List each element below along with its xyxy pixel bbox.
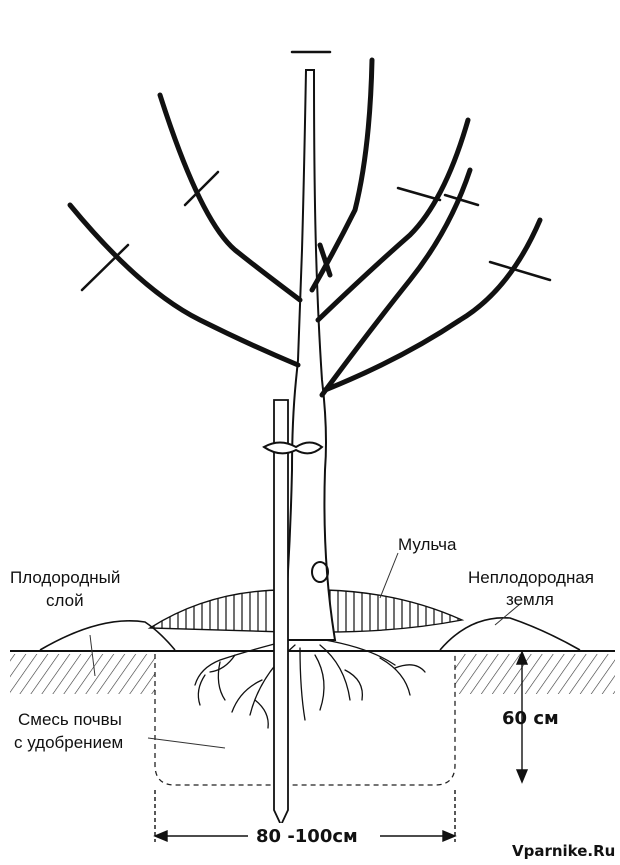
infertile-mound bbox=[439, 616, 581, 651]
depth-dimension bbox=[515, 650, 529, 784]
topsoil-hatch-left bbox=[10, 654, 155, 694]
width-label: 80 -100см bbox=[256, 826, 358, 847]
support-stake bbox=[273, 399, 289, 828]
infertile-soil-label-2: земля bbox=[506, 590, 554, 609]
depth-label: 60 см bbox=[502, 708, 559, 729]
topsoil-hatch-right bbox=[455, 654, 615, 694]
tree-trunk bbox=[281, 69, 337, 641]
leader-lines bbox=[89, 552, 521, 749]
branches bbox=[67, 57, 543, 398]
fertile-mound bbox=[39, 620, 176, 651]
roots bbox=[194, 639, 426, 729]
watermark: Vparnike.Ru bbox=[512, 842, 615, 860]
trunk-knot bbox=[311, 561, 329, 583]
mulch-layer bbox=[147, 589, 465, 633]
soil-mix-label-2: с удобрением bbox=[14, 733, 123, 752]
mulch-label: Мульча bbox=[398, 535, 457, 554]
soil-mix-label-1: Смесь почвы bbox=[18, 710, 122, 729]
width-label-bg bbox=[248, 823, 380, 847]
fertile-layer-label-1: Плодородный bbox=[10, 568, 120, 587]
width-dimension bbox=[153, 790, 457, 843]
stake-tie bbox=[262, 441, 324, 455]
infertile-soil-label-1: Неплодородная bbox=[468, 568, 594, 587]
planting-pit bbox=[154, 654, 456, 786]
fertile-layer-label-2: слой bbox=[46, 591, 84, 610]
pruning-marks bbox=[80, 50, 552, 292]
